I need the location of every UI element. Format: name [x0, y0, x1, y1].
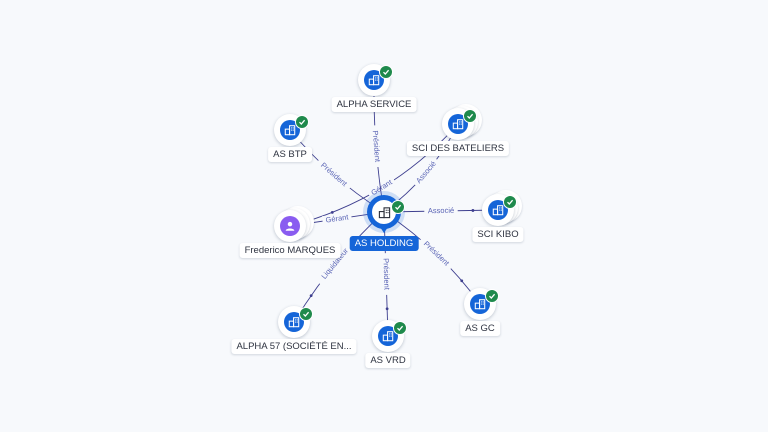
- node-label: AS VRD: [365, 353, 411, 368]
- node-label: SCI KIBO: [472, 227, 524, 242]
- edge-label-background: [382, 252, 392, 295]
- verified-check-icon: [485, 289, 499, 303]
- edge-label-group: Président: [418, 235, 455, 271]
- edge-as-gc: Président: [383, 211, 481, 305]
- node-label: AS HOLDING: [349, 236, 419, 251]
- verified-check-icon: [391, 200, 405, 214]
- node-label: ALPHA 57 (SOCIÉTÉ EN...: [231, 339, 357, 354]
- edge-label-background: [418, 235, 455, 271]
- verified-check-icon: [463, 109, 477, 123]
- edge-label: Gérant: [325, 212, 350, 224]
- node-label: ALPHA SERVICE: [331, 97, 417, 112]
- edge-arrow-dot: [471, 209, 475, 212]
- edge-label: Président: [319, 161, 350, 189]
- edge-label: Président: [381, 258, 391, 291]
- edge-label: Associé: [428, 206, 454, 215]
- edge-arrow-dot: [330, 210, 334, 214]
- edge-arrow-dot: [460, 279, 464, 283]
- edge-line: [383, 211, 481, 305]
- edge-arrow-dot: [309, 294, 313, 298]
- node-label: SCI DES BATELIERS: [406, 141, 510, 156]
- edge-label-group: Président: [315, 157, 353, 191]
- edge-label-background: [321, 211, 352, 225]
- node-label: AS GC: [460, 321, 500, 336]
- edge-label-background: [371, 125, 383, 168]
- edge-arrow-dot: [385, 307, 389, 311]
- edge-label-background: [315, 241, 354, 286]
- edge-label: Président: [371, 130, 382, 163]
- edge-label-group: Président: [371, 125, 383, 168]
- verified-check-icon: [295, 115, 309, 129]
- verified-check-icon: [503, 195, 517, 209]
- verified-check-icon: [379, 65, 393, 79]
- edge-label: Président: [422, 239, 452, 268]
- edge-label-background: [366, 175, 396, 199]
- person-icon: [280, 216, 300, 236]
- node-label: Frederico MARQUES: [239, 243, 341, 258]
- edge-label-background: [315, 157, 353, 191]
- node-label: AS BTP: [268, 147, 312, 162]
- edge-label-group: Associé: [424, 205, 458, 215]
- edge-label-group: Associé: [411, 156, 440, 188]
- edge-label-background: [424, 205, 458, 215]
- verified-check-icon: [299, 307, 313, 321]
- edge-label-group: Président: [381, 252, 392, 295]
- center-node-pin: [378, 224, 390, 233]
- verified-check-icon: [393, 321, 407, 335]
- edge-label-background: [411, 156, 440, 188]
- edge-label-group: Gérant: [321, 211, 352, 225]
- edge-as-btp: Président: [289, 129, 385, 213]
